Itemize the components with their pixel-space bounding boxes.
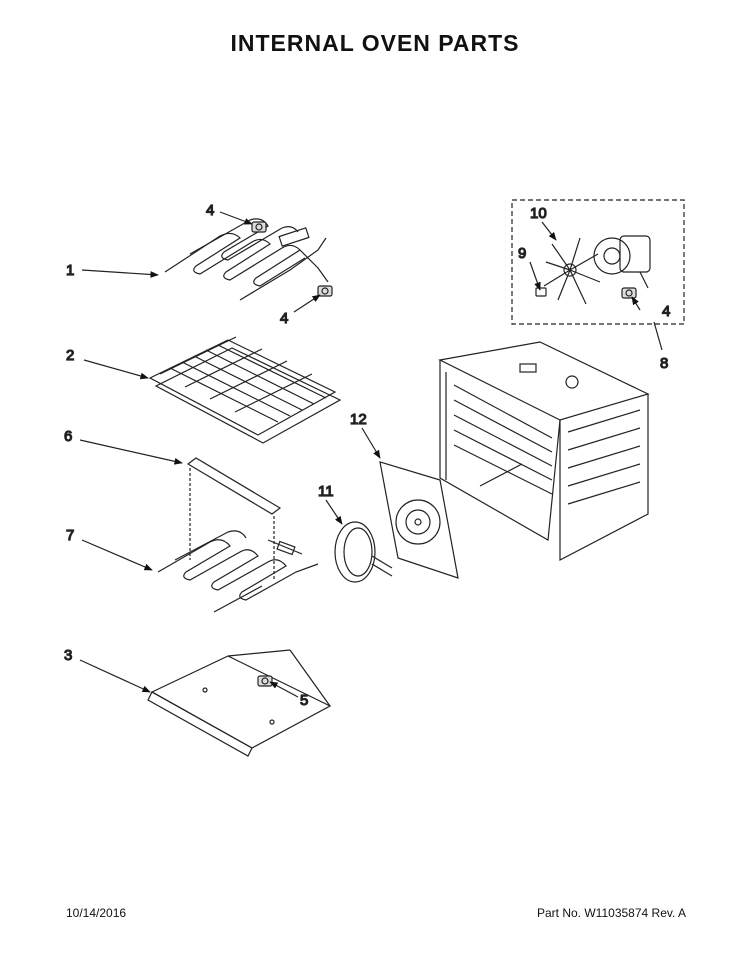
- callout-3: 3: [64, 647, 72, 664]
- callout-4-motor: 4: [662, 303, 670, 320]
- revision: Rev. A: [651, 906, 686, 920]
- rear-convection-panel: [379, 461, 459, 579]
- callout-2: 2: [66, 347, 74, 364]
- callout-8: 8: [660, 355, 668, 372]
- convection-fan-blade: [543, 237, 601, 305]
- footer-part-info: Part No. W11035874 Rev. A: [537, 906, 686, 920]
- callout-6: 6: [64, 428, 72, 445]
- fan-nut: [535, 287, 547, 297]
- callout-7: 7: [66, 527, 74, 544]
- part-label: Part No.: [537, 906, 582, 920]
- screw: [621, 287, 637, 299]
- broil-element: [164, 218, 329, 301]
- callout-9: 9: [518, 245, 526, 262]
- convection-motor-kit-box: [511, 199, 685, 325]
- trim-strip: [186, 457, 282, 580]
- bottom-panel: [147, 649, 332, 757]
- page-title: INTERNAL OVEN PARTS: [230, 30, 520, 56]
- part-number: W11035874: [584, 906, 649, 920]
- callout-4-top: 4: [206, 202, 214, 219]
- footer-date: 10/14/2016: [66, 906, 127, 920]
- screw: [251, 221, 267, 233]
- oven-rack: [148, 336, 342, 444]
- callout-10: 10: [530, 205, 547, 222]
- callout-1: 1: [66, 262, 74, 279]
- callout-12: 12: [350, 411, 367, 428]
- bake-element: [157, 530, 319, 613]
- callout-4-mid: 4: [280, 310, 288, 327]
- oven-cavity: [438, 341, 650, 561]
- convection-element: [334, 521, 393, 583]
- screw: [257, 675, 273, 687]
- callout-11: 11: [318, 483, 334, 500]
- screw: [317, 285, 333, 297]
- convection-motor: [593, 235, 651, 289]
- callout-5: 5: [300, 692, 308, 709]
